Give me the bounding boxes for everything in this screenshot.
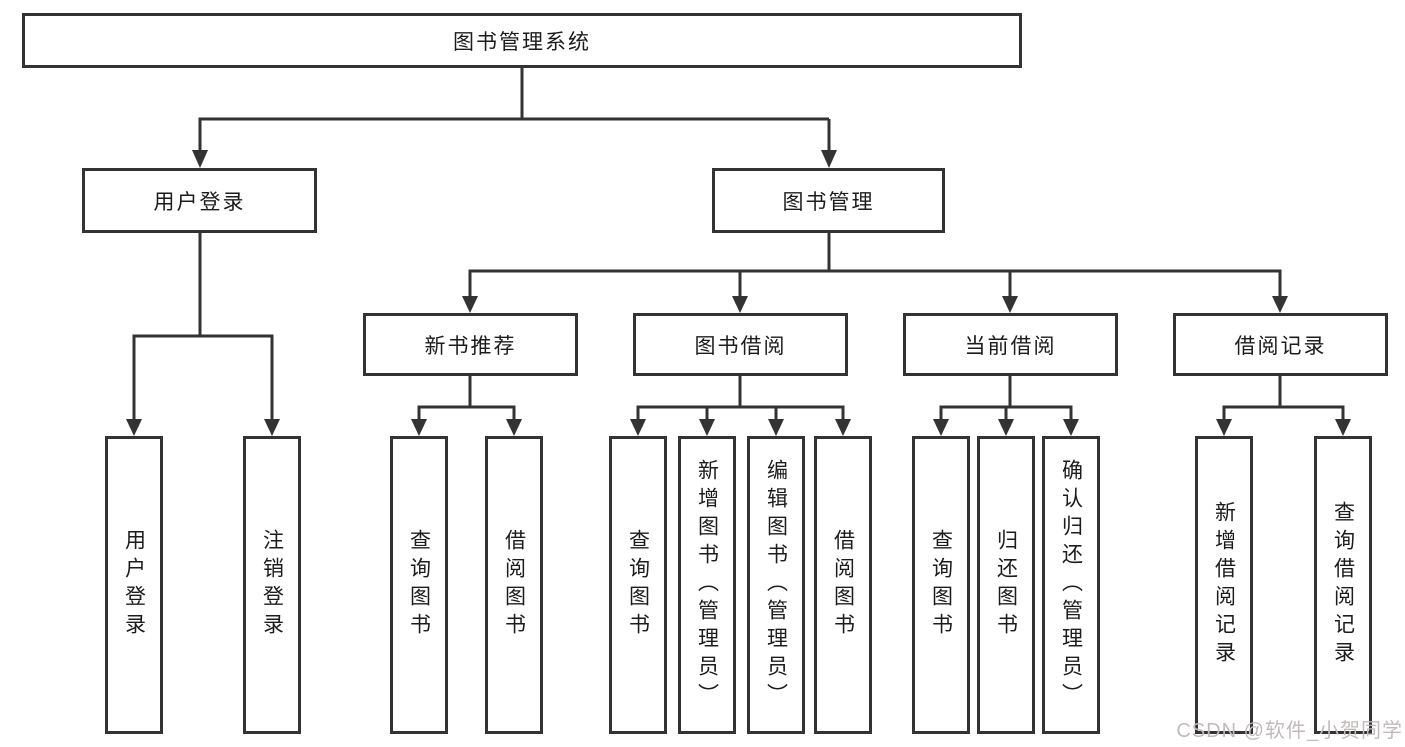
- node-label: 图书管理: [782, 190, 875, 214]
- arrow-down-icon: [1272, 296, 1288, 313]
- arrow-down-icon: [126, 419, 142, 436]
- leaf-confirm-return-admin: 确认归还（管理员）: [1042, 436, 1100, 734]
- node-user-login: 用户登录: [82, 168, 317, 233]
- leaf-label: 借阅图书: [502, 529, 526, 641]
- arrow-down-icon: [264, 419, 280, 436]
- arrow-down-icon: [1063, 419, 1079, 436]
- leaf-add-books-admin: 新增图书（管理员）: [678, 436, 736, 734]
- leaf-label: 查询图书: [929, 529, 953, 641]
- leaf-label: 查询借阅记录: [1331, 501, 1355, 669]
- arrow-down-icon: [506, 419, 522, 436]
- csdn-watermark: CSDN @软件_小贺同学: [1176, 720, 1403, 742]
- leaf-add-borrow-record: 新增借阅记录: [1195, 436, 1253, 734]
- node-current-borrowing: 当前借阅: [903, 313, 1118, 376]
- leaf-query-books-current: 查询图书: [912, 436, 970, 734]
- arrow-down-icon: [630, 419, 646, 436]
- leaf-label: 编辑图书（管理员）: [764, 459, 788, 711]
- connector-root-to-level2: [198, 68, 831, 151]
- arrow-down-icon: [462, 296, 478, 313]
- leaf-borrow-books: 借阅图书: [814, 436, 872, 734]
- leaf-logout: 注销登录: [243, 436, 301, 734]
- leaf-label: 新增借阅记录: [1212, 501, 1236, 669]
- arrow-down-icon: [192, 150, 208, 168]
- arrow-down-icon: [411, 419, 427, 436]
- arrow-down-icon: [1335, 419, 1351, 436]
- node-new-book-recommend: 新书推荐: [363, 313, 578, 376]
- leaf-borrow-books-recommend: 借阅图书: [485, 436, 543, 734]
- node-label: 用户登录: [153, 190, 246, 214]
- connector-bookborrow-to-leaves: [636, 376, 845, 420]
- arrow-down-icon: [1216, 419, 1232, 436]
- leaf-label: 确认归还（管理员）: [1059, 459, 1083, 711]
- node-label: 图书管理系统: [453, 30, 591, 54]
- leaf-query-borrow-record: 查询借阅记录: [1314, 436, 1372, 734]
- arrow-down-icon: [835, 419, 851, 436]
- arrow-down-icon: [732, 296, 748, 313]
- leaf-query-books-borrowing: 查询图书: [609, 436, 667, 734]
- leaf-label: 注销登录: [260, 529, 284, 641]
- node-book-management: 图书管理: [712, 168, 945, 233]
- arrow-down-icon: [768, 419, 784, 436]
- node-label: 当前借阅: [964, 334, 1057, 358]
- leaf-label: 归还图书: [994, 529, 1018, 641]
- node-label: 图书借阅: [694, 334, 787, 358]
- node-borrow-records: 借阅记录: [1173, 313, 1388, 376]
- leaf-label: 查询图书: [407, 529, 431, 641]
- connector-currentborrow-to-leaves: [939, 376, 1073, 420]
- leaf-query-books-recommend: 查询图书: [390, 436, 448, 734]
- arrow-down-icon: [1002, 296, 1018, 313]
- leaf-return-books: 归还图书: [977, 436, 1035, 734]
- node-label: 借阅记录: [1234, 334, 1327, 358]
- leaf-user-login: 用户登录: [105, 436, 163, 734]
- leaf-label: 用户登录: [122, 529, 146, 641]
- arrow-down-icon: [933, 419, 949, 436]
- node-label: 新书推荐: [424, 334, 517, 358]
- connector-records-to-leaves: [1222, 376, 1345, 420]
- arrow-down-icon: [699, 419, 715, 436]
- leaf-label: 新增图书（管理员）: [695, 459, 719, 711]
- arrow-down-icon: [821, 150, 837, 168]
- leaf-edit-books-admin: 编辑图书（管理员）: [747, 436, 805, 734]
- root-node-library-system: 图书管理系统: [22, 13, 1022, 68]
- connector-bookmgmt-to-level3: [468, 233, 1282, 297]
- connector-userlogin-to-leaves: [132, 233, 274, 420]
- arrow-down-icon: [998, 419, 1014, 436]
- connector-newbooks-to-leaves: [417, 376, 516, 420]
- leaf-label: 借阅图书: [831, 529, 855, 641]
- node-book-borrowing: 图书借阅: [633, 313, 848, 376]
- leaf-label: 查询图书: [626, 529, 650, 641]
